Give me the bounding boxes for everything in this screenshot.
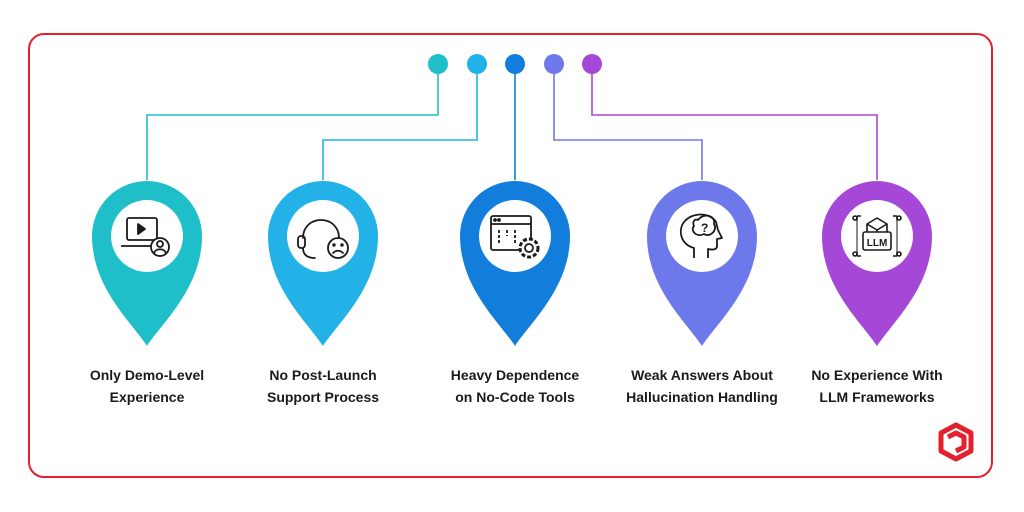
label-demo-line-2: Experience — [109, 389, 185, 405]
dot-llm — [582, 54, 602, 74]
connector-support — [322, 64, 478, 180]
label-nocode-line-2: on No-Code Tools — [455, 389, 575, 405]
dot-nocode — [505, 54, 525, 74]
label-llm-line-2: LLM Frameworks — [819, 389, 935, 405]
pin-hallucination: ? — [647, 181, 757, 347]
dot-hallucination — [544, 54, 564, 74]
connector-demo — [146, 64, 439, 180]
pin-demo — [92, 181, 202, 347]
label-hallucination-line-1: Weak Answers About — [631, 367, 773, 383]
dot-support — [467, 54, 487, 74]
connector-hallucination — [553, 64, 703, 180]
browser-code-gear-icon — [490, 215, 540, 259]
llm-text: LLM — [867, 238, 888, 249]
head-question-icon: ? — [679, 213, 723, 258]
label-hallucination: Weak Answers About Hallucination Handlin… — [607, 364, 797, 408]
dot-demo — [428, 54, 448, 74]
laptop-video-user-icon — [121, 217, 170, 257]
label-llm-line-1: No Experience With — [811, 367, 943, 383]
label-support-line-2: Support Process — [266, 389, 380, 405]
pin-inner-circle — [287, 200, 359, 272]
pin-nocode — [460, 181, 570, 347]
label-demo: Only Demo-Level Experience — [52, 364, 242, 408]
label-support: No Post-Launch Support Process — [228, 364, 418, 408]
llm-cube-icon: LLM — [852, 215, 902, 257]
label-hallucination-line-2: Hallucination Handling — [626, 389, 778, 405]
label-nocode: Heavy Dependence on No-Code Tools — [420, 364, 610, 408]
pin-inner-circle — [666, 200, 738, 272]
pin-inner-circle — [111, 200, 183, 272]
headset-sad-face-icon — [297, 219, 349, 259]
question-mark: ? — [701, 221, 708, 235]
label-support-line-1: No Post-Launch — [269, 367, 377, 383]
pin-llm: LLM — [822, 181, 932, 347]
brand-logo-icon — [938, 422, 974, 462]
label-nocode-line-1: Heavy Dependence — [450, 367, 580, 383]
label-demo-line-1: Only Demo-Level — [89, 367, 205, 383]
pin-support — [268, 181, 378, 347]
label-llm: No Experience With LLM Frameworks — [782, 364, 972, 408]
connector-llm — [591, 64, 878, 180]
